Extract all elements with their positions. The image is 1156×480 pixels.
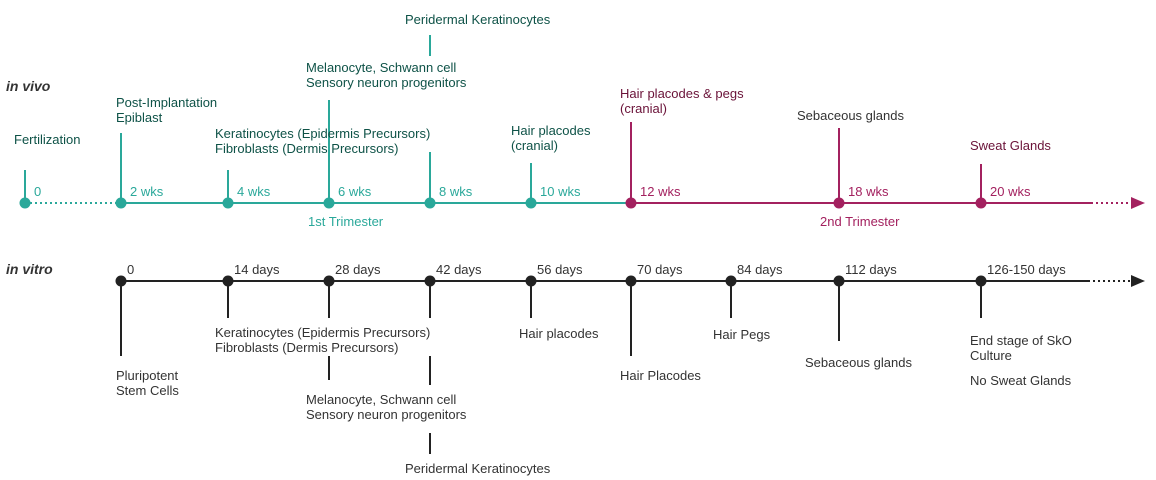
in-vitro-timepoint-label: 0	[127, 262, 134, 277]
in-vivo-timepoint-label: 20 wks	[990, 184, 1031, 199]
in-vitro-timepoint-dot	[323, 275, 335, 287]
in-vitro-timepoint-dot	[424, 275, 436, 287]
in-vitro-arrow-head	[1131, 275, 1145, 287]
in-vivo-timeline: 0 2 wks 4 wks 6 wks 8 wks 10 wks 12 wks 18 wks 2…	[14, 12, 1145, 209]
in-vivo-event-label: Hair placodes & pegs(cranial)	[620, 86, 744, 116]
in-vitro-timepoint-label: 14 days	[234, 262, 280, 277]
in-vivo-timepoint-label: 6 wks	[338, 184, 372, 199]
in-vivo-timepoint-label: 10 wks	[540, 184, 581, 199]
in-vivo-timepoint-label: 8 wks	[439, 184, 473, 199]
in-vitro-timepoint-label: 126-150 days	[987, 262, 1066, 277]
in-vitro-timepoint-dot	[222, 275, 234, 287]
in-vivo-timepoint-dot	[625, 197, 637, 209]
in-vivo-timepoint-dot	[19, 197, 31, 209]
in-vitro-timepoint-label: 84 days	[737, 262, 783, 277]
in-vitro-timepoint-label: 70 days	[637, 262, 683, 277]
in-vivo-timepoint-label: 2 wks	[130, 184, 164, 199]
in-vivo-event-label: Fertilization	[14, 132, 80, 147]
in-vivo-timepoint-label: 4 wks	[237, 184, 271, 199]
in-vivo-arrow-head	[1131, 197, 1145, 209]
in-vivo-timepoint-label: 0	[34, 184, 41, 199]
in-vitro-event-label: Peridermal Keratinocytes	[405, 461, 551, 476]
in-vivo-section-label: in vivo	[6, 78, 51, 94]
in-vivo-event-label: Keratinocytes (Epidermis Precursors)Fibr…	[215, 126, 430, 156]
in-vivo-event-label: Hair placodes(cranial)	[511, 123, 591, 153]
in-vivo-event-label: Peridermal Keratinocytes	[405, 12, 551, 27]
in-vivo-timepoint-label: 18 wks	[848, 184, 889, 199]
in-vivo-timepoint-dot	[115, 197, 127, 209]
in-vivo-event-label: Sebaceous glands	[797, 108, 904, 123]
second-trimester-label: 2nd Trimester	[820, 214, 900, 229]
in-vitro-event-label: Hair Placodes	[620, 368, 701, 383]
in-vitro-timepoint-label: 28 days	[335, 262, 381, 277]
in-vivo-timepoint-dot	[975, 197, 987, 209]
in-vivo-timepoint-dot	[424, 197, 436, 209]
in-vivo-timepoint-dot	[525, 197, 537, 209]
first-trimester-label: 1st Trimester	[308, 214, 384, 229]
in-vitro-timepoint-dot	[975, 275, 987, 287]
in-vitro-timepoint-dot	[725, 275, 737, 287]
in-vitro-timepoint-label: 42 days	[436, 262, 482, 277]
in-vitro-timeline: 0 14 days 28 days 42 days 56 days 70 days 84 d…	[115, 262, 1145, 476]
in-vivo-timepoint-label: 12 wks	[640, 184, 681, 199]
in-vivo-event-label: Sweat Glands	[970, 138, 1051, 153]
in-vitro-event-label: No Sweat Glands	[970, 373, 1072, 388]
in-vitro-section-label: in vitro	[6, 261, 53, 277]
in-vitro-event-label: Keratinocytes (Epidermis Precursors)Fibr…	[215, 325, 430, 355]
in-vitro-timepoint-dot	[525, 275, 537, 287]
in-vivo-timepoint-dot	[222, 197, 234, 209]
in-vitro-timepoint-dot	[625, 275, 637, 287]
in-vitro-timepoint-dot	[115, 275, 127, 287]
in-vivo-timepoint-dot	[833, 197, 845, 209]
in-vitro-event-label: Hair placodes	[519, 326, 599, 341]
in-vitro-timepoint-dot	[833, 275, 845, 287]
in-vitro-event-label: Hair Pegs	[713, 327, 771, 342]
in-vitro-event-label: Sebaceous glands	[805, 355, 912, 370]
in-vitro-timepoint-label: 112 days	[845, 262, 897, 277]
in-vivo-timepoint-dot	[323, 197, 335, 209]
in-vitro-timepoint-label: 56 days	[537, 262, 583, 277]
